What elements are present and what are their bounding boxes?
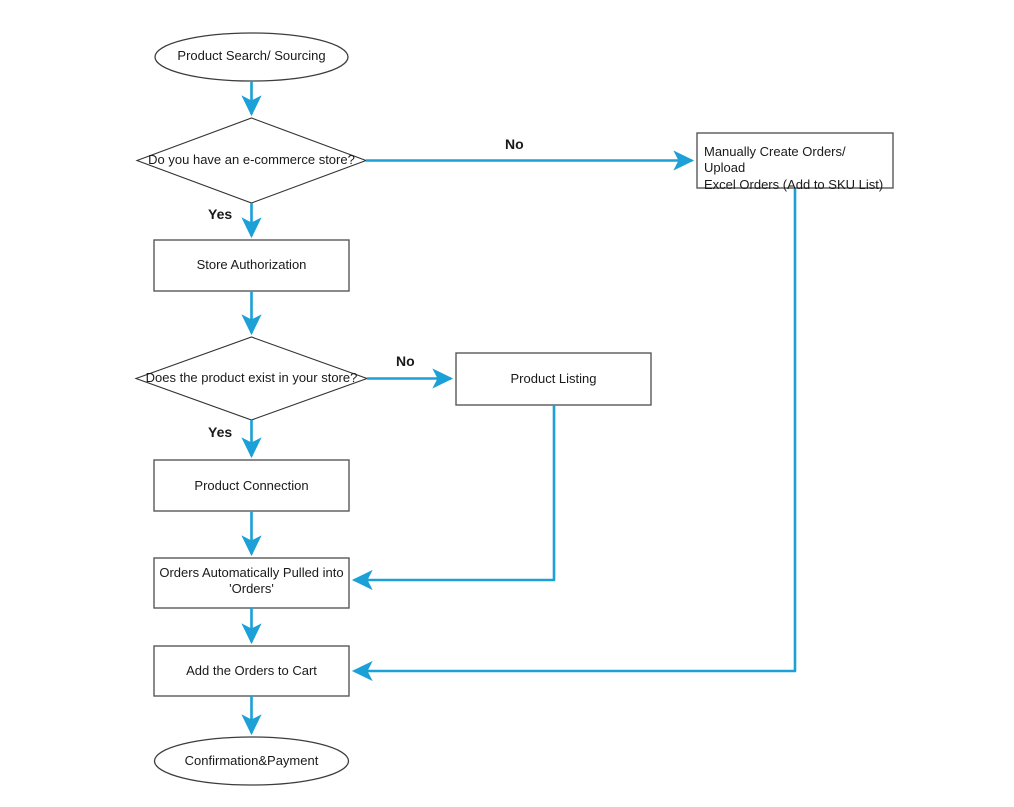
node-store-authorization-shape: [153, 239, 350, 292]
node-start-shape: [154, 32, 349, 82]
edge-product-listing-to-orders-pulled: [351, 405, 556, 591]
node-manual-orders-shape: [696, 132, 894, 189]
node-confirmation-shape: [153, 736, 350, 786]
node-decision-store-shape: [135, 117, 368, 204]
edge-manual-orders-to-add-to-cart: [351, 188, 797, 682]
node-decision-product-shape: [134, 336, 369, 421]
node-orders-pulled-shape: [153, 557, 350, 609]
node-product-connection-shape: [153, 459, 350, 512]
node-add-to-cart-shape: [153, 645, 350, 697]
node-product-listing-shape: [455, 352, 652, 406]
